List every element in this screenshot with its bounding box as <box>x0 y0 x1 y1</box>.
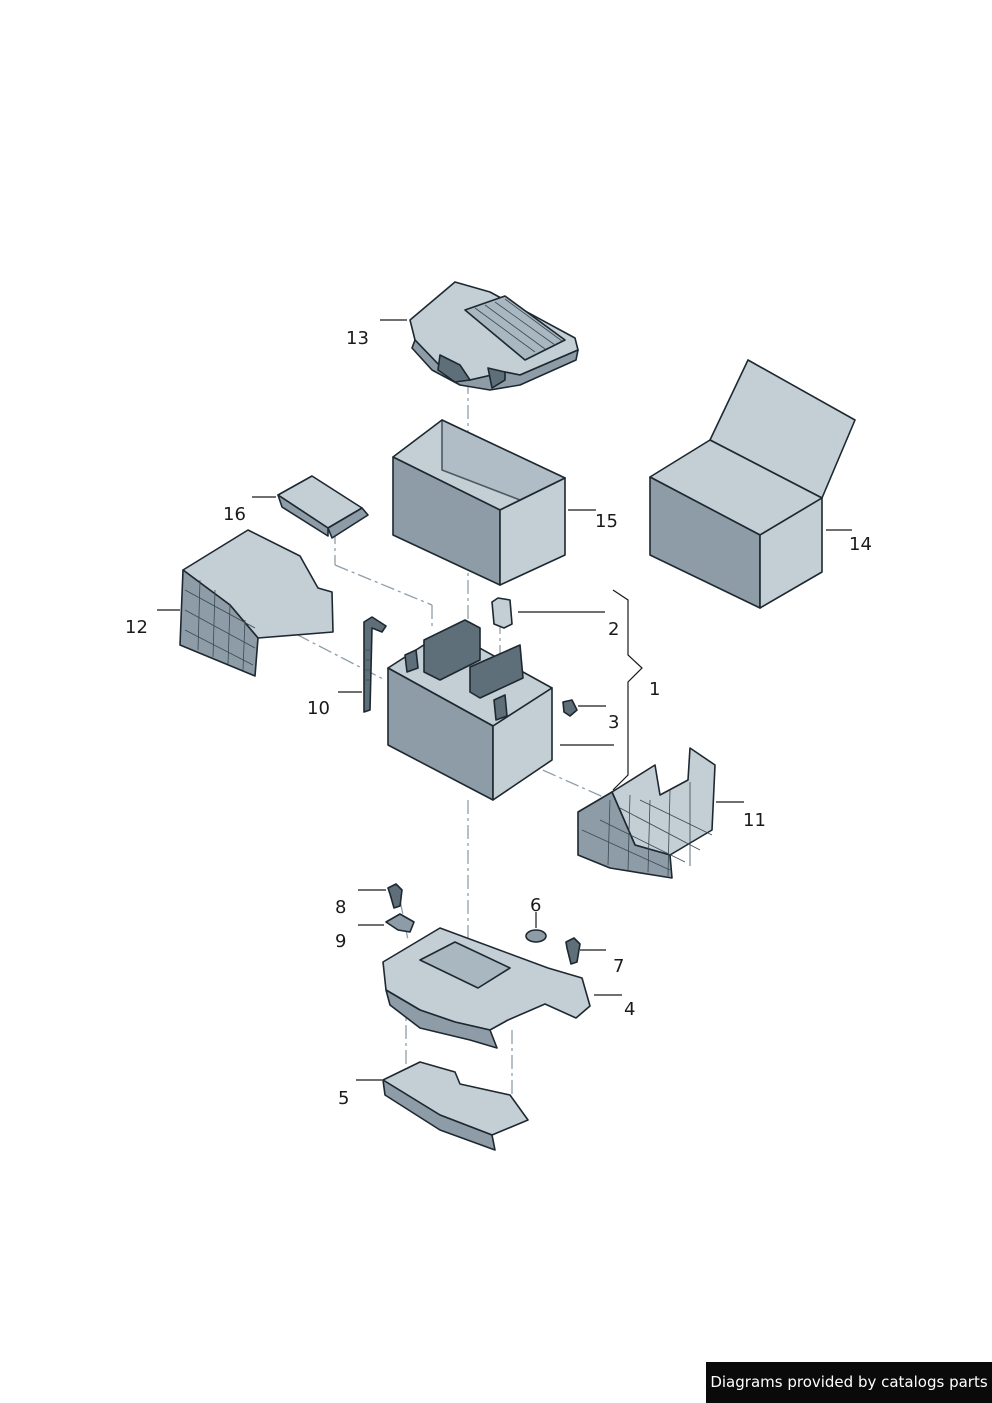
part-8-bolt <box>387 883 403 909</box>
callout-11: 11 <box>743 810 766 831</box>
part-5-tray-base <box>382 1061 529 1151</box>
part-6-nut <box>525 929 547 943</box>
part-3-vent-plug <box>562 699 578 717</box>
part-1-battery <box>387 619 553 801</box>
callout-6: 6 <box>530 895 541 916</box>
part-15-insulation-box <box>392 419 566 586</box>
callout-7: 7 <box>613 956 624 977</box>
callout-5: 5 <box>338 1088 349 1109</box>
part-9-clamp <box>385 913 415 933</box>
part-11-heat-shield-right <box>577 747 716 879</box>
callout-4: 4 <box>624 999 635 1020</box>
callout-3: 3 <box>608 712 619 733</box>
part-7-bolt <box>565 937 581 965</box>
callout-16: 16 <box>223 504 246 525</box>
callout-13: 13 <box>346 328 369 349</box>
part-10-holding-rod <box>363 616 387 713</box>
part-13-battery-cover <box>409 281 579 391</box>
callout-15: 15 <box>595 511 618 532</box>
callout-14: 14 <box>849 534 872 555</box>
callout-labels: 13 16 15 14 12 2 1 3 10 11 8 6 9 7 4 5 <box>125 328 872 1109</box>
part-16-terminal-cover <box>277 475 369 539</box>
part-14-insulation-box-open <box>649 359 856 609</box>
callout-1: 1 <box>649 679 660 700</box>
leader-lines <box>157 319 852 1081</box>
part-2-terminal-cap <box>491 597 513 629</box>
callout-2: 2 <box>608 619 619 640</box>
callout-10: 10 <box>307 698 330 719</box>
part-12-heat-shield-left <box>179 529 334 677</box>
credit-banner: Diagrams provided by catalogs parts <box>706 1362 992 1403</box>
part-4-battery-tray <box>382 927 591 1049</box>
callout-12: 12 <box>125 617 148 638</box>
callout-9: 9 <box>335 931 346 952</box>
callout-8: 8 <box>335 897 346 918</box>
